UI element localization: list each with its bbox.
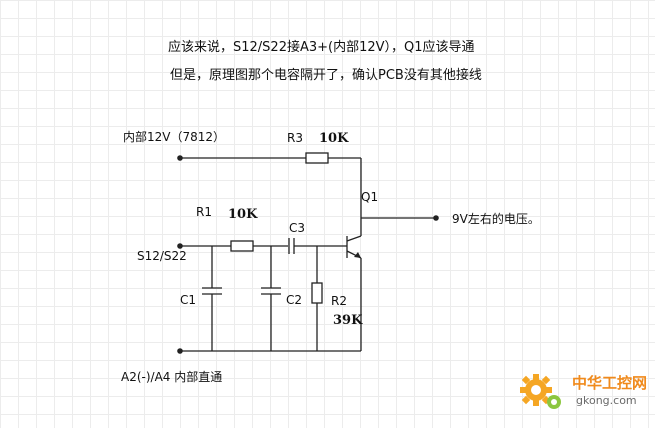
- input-label: S12/S22: [137, 249, 187, 263]
- supply-label: 内部12V（7812）: [123, 129, 225, 144]
- r1-label: R1: [196, 205, 212, 219]
- ground-terminal: [177, 348, 183, 354]
- r1-value: 10K: [228, 207, 258, 222]
- r3-value: 10K: [319, 131, 349, 146]
- gear-icon: [520, 374, 561, 409]
- output-voltage-label: 9V左右的电压。: [452, 211, 540, 226]
- supply-terminal: [177, 155, 183, 161]
- resistor-r3: [305, 152, 329, 164]
- resistor-r1: [230, 240, 254, 252]
- annotation-line-2: 但是，原理图那个电容隔开了，确认PCB没有其他接线: [170, 68, 482, 83]
- resistor-r2: [311, 282, 323, 304]
- q1-collector-lead: [346, 235, 362, 242]
- c1-label: C1: [180, 293, 196, 307]
- watermark-url: gkong.com: [576, 394, 637, 407]
- input-terminal: [177, 243, 183, 249]
- q1-emitter-arrow: [354, 252, 361, 258]
- gkong-watermark: 中华工控网 gkong.com: [520, 374, 646, 409]
- c3-label: C3: [289, 221, 305, 235]
- r2-value: 39K: [333, 313, 363, 328]
- r3-label: R3: [287, 131, 303, 145]
- watermark-brand: 中华工控网: [572, 374, 646, 392]
- r2-label: R2: [331, 294, 347, 308]
- ground-label: A2(-)/A4 内部直通: [121, 369, 222, 384]
- output-terminal: [433, 215, 439, 221]
- c2-label: C2: [286, 293, 302, 307]
- annotation-line-1: 应该来说，S12/S22接A3+(内部12V），Q1应该导通: [168, 40, 475, 55]
- q1-label: Q1: [361, 190, 378, 204]
